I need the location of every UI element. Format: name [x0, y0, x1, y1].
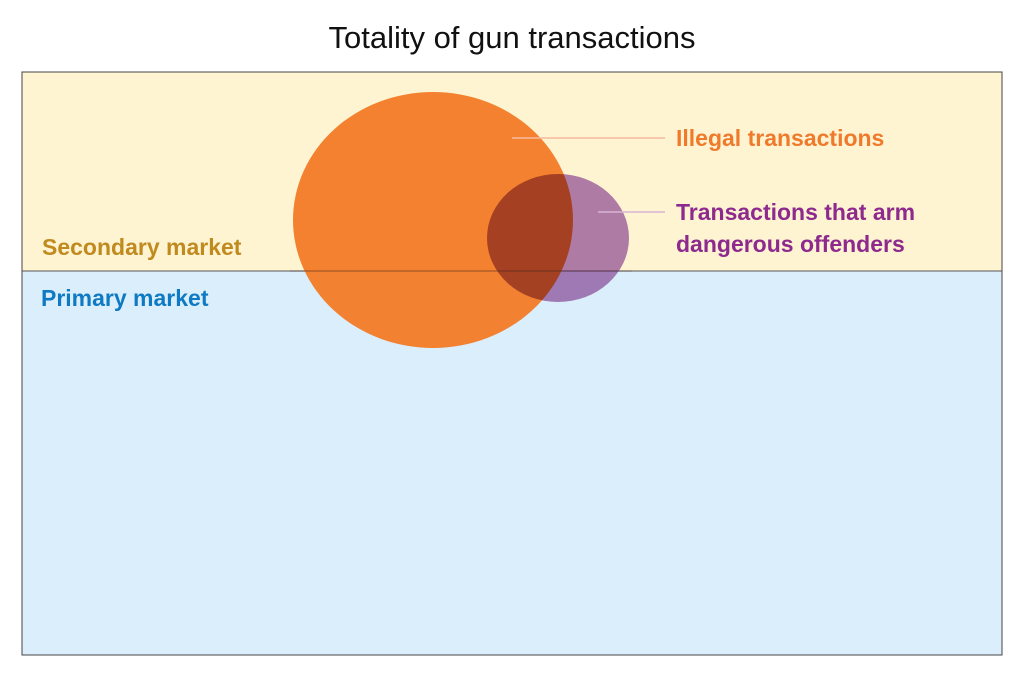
illegal-transactions-label: Illegal transactions: [676, 125, 885, 151]
diagram-title: Totality of gun transactions: [328, 20, 696, 55]
dangerous-offenders-label-line1: Transactions that arm: [676, 199, 916, 225]
dangerous-offenders-label-line2: dangerous offenders: [676, 231, 905, 257]
frame-border: [21, 71, 1003, 656]
illegal-transactions-ellipse: [293, 92, 573, 348]
dangerous-offenders-ellipse: [487, 174, 629, 302]
primary-market-region: [22, 271, 1002, 655]
secondary-market-label: Secondary market: [42, 234, 242, 260]
primary-market-label: Primary market: [41, 285, 209, 311]
